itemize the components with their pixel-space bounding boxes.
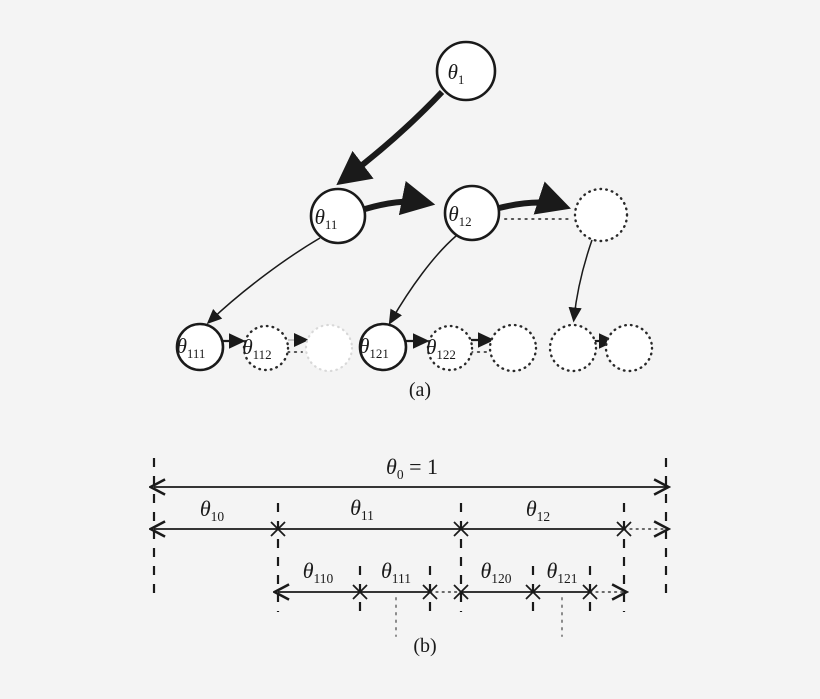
tick-cross-l2-533 (525, 584, 541, 600)
node-theta-122-subscript: 122 (436, 347, 456, 362)
stick-label-theta12: θ12 (526, 496, 550, 524)
panel-a-thin-edges (206, 235, 593, 325)
stick-label-theta121-base: θ (546, 558, 557, 583)
stick-label-theta11-base: θ (350, 495, 361, 520)
node-theta-122[interactable]: θ122 (426, 324, 474, 372)
node-theta-1-subscript: 1 (458, 72, 465, 87)
stick-label-theta0-suffix: = 1 (404, 454, 438, 479)
tick-cross-624 (616, 521, 632, 537)
tick-cross-461 (453, 521, 469, 537)
tick-cross-l2-461 (453, 584, 469, 600)
panel-a-caption: (a) (409, 379, 431, 401)
node-theta-111-label: θ (177, 334, 187, 358)
node-theta-1[interactable]: θ1 (435, 40, 497, 102)
tick-cross-278 (270, 521, 286, 537)
stick-label-theta0: θ0 = 1 (386, 454, 438, 482)
edge-theta11-to-theta12 (364, 181, 436, 216)
stick-label-theta120-base: θ (480, 558, 491, 583)
node-theta-122-label: θ (426, 335, 436, 359)
tick-cross-l2-360 (352, 584, 368, 600)
node-theta-11-subscript: 11 (325, 217, 338, 232)
stick-label-theta111: θ111 (381, 558, 411, 586)
node-theta-1-label: θ (448, 60, 458, 84)
tick-cross-l2-430 (422, 584, 438, 600)
stick-label-theta0-base: θ (386, 454, 397, 479)
node-theta-121[interactable]: θ121 (358, 322, 408, 372)
node-theta-121-subscript: 121 (369, 346, 389, 361)
edge-theta1-to-theta11 (336, 89, 445, 186)
stick-label-theta110: θ110 (303, 558, 334, 586)
node-theta-1-ellipsis[interactable] (573, 187, 629, 243)
stick-row-level1: θ10 θ11 θ12 (154, 495, 666, 536)
node-theta-112-subscript: 112 (253, 347, 272, 362)
tick-cross-l2-590 (582, 584, 598, 600)
stick-label-theta10-base: θ (200, 496, 211, 521)
stick-label-theta111-base: θ (381, 558, 392, 583)
stick-row-level2-ticks (352, 584, 598, 600)
edge-theta12-to-dotted-node (498, 181, 571, 215)
stick-label-theta11-sub: 11 (361, 508, 374, 523)
node-theta-12-ellipsis[interactable] (488, 323, 538, 373)
svg-text:θ122: θ122 (426, 335, 456, 362)
stick-label-theta110-base: θ (303, 558, 314, 583)
svg-text:θ111: θ111 (177, 334, 206, 361)
node-theta-1x-child-b[interactable] (604, 323, 654, 373)
node-theta-12-subscript: 12 (459, 214, 472, 229)
panel-b-caption: (b) (413, 635, 436, 657)
node-theta-112[interactable]: θ112 (242, 324, 290, 372)
svg-text:θ121: θ121 (359, 334, 389, 361)
stick-label-theta111-sub: 111 (392, 571, 411, 586)
stick-label-theta121: θ121 (546, 558, 577, 586)
node-theta-11-ellipsis[interactable] (304, 323, 354, 373)
node-theta-11-label: θ (315, 205, 325, 229)
edge-theta11-to-theta111 (206, 237, 321, 325)
stick-label-theta10: θ10 (200, 496, 225, 524)
node-theta-12-label: θ (448, 202, 458, 226)
stick-label-theta12-sub: 12 (537, 509, 551, 524)
panel-a: θ1 θ11 θ12 (175, 40, 654, 401)
edge-dotted-node-to-child (568, 239, 593, 323)
stick-label-theta121-sub: 121 (557, 571, 577, 586)
node-theta-111-subscript: 111 (187, 346, 206, 361)
svg-text:θ11: θ11 (315, 205, 338, 232)
panel-a-thick-edges (336, 89, 571, 216)
panel-b: θ0 = 1 (154, 454, 666, 657)
stick-label-theta11: θ11 (350, 495, 374, 523)
node-theta-12[interactable]: θ12 (443, 184, 501, 242)
node-theta-112-label: θ (242, 335, 252, 359)
node-theta-111[interactable]: θ111 (175, 322, 225, 372)
stick-label-theta120-sub: 120 (491, 571, 512, 586)
edge-theta12-to-theta121 (388, 235, 457, 325)
svg-text:θ12: θ12 (448, 202, 471, 229)
svg-text:θ1: θ1 (448, 60, 465, 87)
node-theta-1x-child-a[interactable] (548, 323, 598, 373)
stick-row-theta0: θ0 = 1 (154, 454, 666, 487)
panel-a-nodes: θ1 θ11 θ12 (175, 40, 654, 373)
stick-label-theta12-base: θ (526, 496, 537, 521)
svg-text:θ112: θ112 (242, 335, 271, 362)
stick-label-theta120: θ120 (480, 558, 511, 586)
stick-label-theta110-sub: 110 (314, 571, 334, 586)
node-theta-121-label: θ (359, 334, 369, 358)
node-theta-11[interactable]: θ11 (309, 187, 367, 245)
stick-row-level1-ticks (270, 521, 632, 537)
stick-label-theta10-sub: 10 (211, 509, 225, 524)
stick-label-theta0-sub: 0 (397, 467, 404, 482)
stick-row-level2: θ110 θ111 θ120 θ121 (278, 558, 624, 599)
